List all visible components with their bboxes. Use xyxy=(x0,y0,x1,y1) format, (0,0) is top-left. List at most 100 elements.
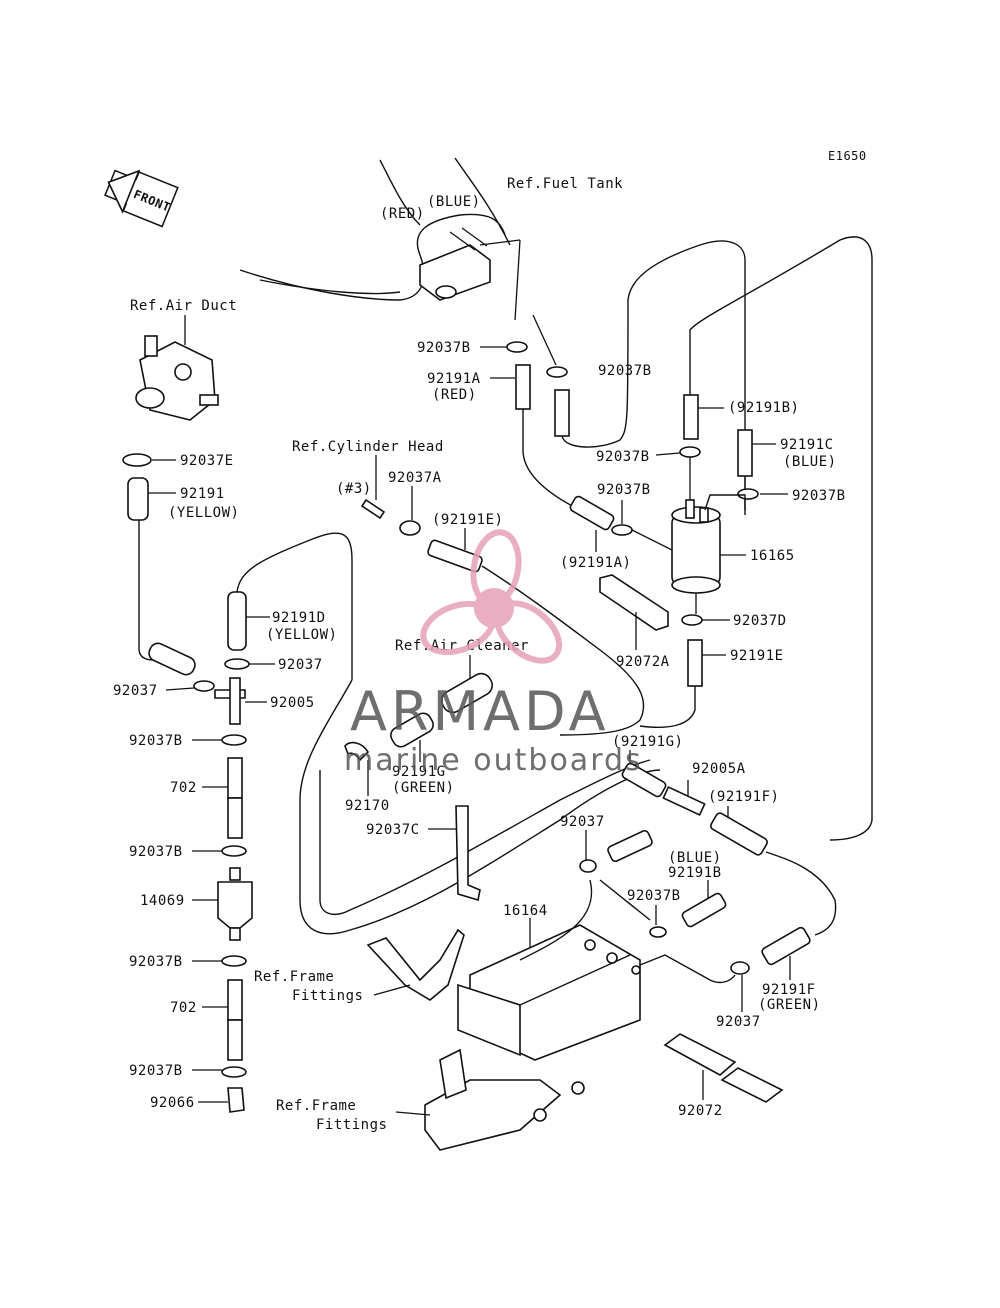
label-92191A-1-red: (RED) xyxy=(432,387,477,403)
label-92037A: 92037A xyxy=(388,470,442,486)
frame-fitting-1 xyxy=(366,928,465,1001)
label-92191B-2: 92191B xyxy=(668,865,722,881)
hose-short-canister xyxy=(607,829,653,863)
hose-92191G-green xyxy=(390,712,434,748)
label-92191: 92191 xyxy=(180,486,225,502)
ref-air-duct-label: Ref.Air Duct xyxy=(130,298,237,314)
left-hose-column xyxy=(122,453,353,1113)
fitting-92066 xyxy=(227,1087,245,1113)
hose-92191E-right xyxy=(687,639,703,687)
label-92066: 92066 xyxy=(150,1095,195,1111)
bracket-92037C xyxy=(455,805,481,902)
hose-92191E xyxy=(427,539,483,573)
clamp-92037-d xyxy=(730,961,750,975)
hose-92191F xyxy=(710,812,768,856)
clip-92170 xyxy=(344,741,370,762)
clamp-92037D xyxy=(681,614,703,626)
label-92037B-10: 92037B xyxy=(627,888,681,904)
label-92191B-2-blue: (BLUE) xyxy=(668,850,722,866)
nipple-3 xyxy=(360,498,386,520)
label-14069: 14069 xyxy=(140,893,185,909)
label-92037B-6: 92037B xyxy=(129,733,183,749)
watermark-tagline: marine outboards xyxy=(344,743,643,778)
fuel-filter-14069 xyxy=(217,881,253,929)
hose-702-c xyxy=(227,979,243,1021)
label-92191F-1: (92191F) xyxy=(708,789,779,805)
label-92191A-1: 92191A xyxy=(427,371,481,387)
armada-watermark: ARMADA marine outboards xyxy=(344,529,643,778)
label-92191C-blue: (BLUE) xyxy=(783,454,837,470)
hose-702-d xyxy=(227,1019,243,1061)
label-92037-a: 92037 xyxy=(278,657,323,673)
label-92037E: 92037E xyxy=(180,453,234,469)
air-duct-valve xyxy=(135,335,219,421)
hose-upper-92191 xyxy=(554,389,570,437)
tee-joint-92005 xyxy=(229,677,241,725)
label-92191-yellow: (YELLOW) xyxy=(168,505,239,521)
label-92037B-9: 92037B xyxy=(129,1063,183,1079)
label-92191B-1: (92191B) xyxy=(728,400,799,416)
label-92037C: 92037C xyxy=(366,822,420,838)
label-92191D: 92191D xyxy=(272,610,326,626)
label-92191F-2: 92191F xyxy=(762,982,816,998)
label-92037B-8: 92037B xyxy=(129,954,183,970)
propeller-logo-icon xyxy=(420,529,562,664)
label-92037-d: 92037 xyxy=(716,1014,761,1030)
label-16164: 16164 xyxy=(503,903,548,919)
label-92191F-2-green: (GREEN) xyxy=(758,997,821,1013)
label-92170: 92170 xyxy=(345,798,390,814)
label-92191G-green: (GREEN) xyxy=(392,780,455,796)
label-92037B-7: 92037B xyxy=(129,844,183,860)
ref-frame-fittings-1b: Fittings xyxy=(292,988,363,1004)
label-92005: 92005 xyxy=(270,695,315,711)
clamp-92037E xyxy=(122,453,152,467)
clamp-92037B-2 xyxy=(546,366,568,378)
fuel-tank-outline xyxy=(239,157,511,301)
hose-92191G xyxy=(621,762,667,798)
label-92037-c: 92037 xyxy=(560,814,605,830)
ref-frame-fittings-2b: Fittings xyxy=(316,1117,387,1133)
hose-92191B-blue xyxy=(681,892,727,928)
strap-92072-b xyxy=(720,1067,784,1103)
label-92037B-4: 92037B xyxy=(597,482,651,498)
red-label: (RED) xyxy=(380,206,425,222)
canister-16164 xyxy=(457,924,641,1061)
label-92005A: 92005A xyxy=(692,761,746,777)
watermark-brand: ARMADA xyxy=(350,680,610,743)
hose-92191-yellow xyxy=(127,477,149,521)
clamp-92037B-4 xyxy=(611,524,633,536)
label-702-2: 702 xyxy=(170,1000,197,1016)
label-92191G-2: 92191G xyxy=(392,764,446,780)
label-92037D: 92037D xyxy=(733,613,787,629)
label-92191G-1: (92191G) xyxy=(612,734,683,750)
label-92191C: 92191C xyxy=(780,437,834,453)
bracket-92072A xyxy=(599,574,669,631)
air-cleaner-pipe xyxy=(440,672,494,714)
ref-fuel-tank-label: Ref.Fuel Tank xyxy=(507,176,623,192)
clamp-92037B-3 xyxy=(679,446,701,458)
label-92037B-5: 92037B xyxy=(792,488,846,504)
label-92037B-2: 92037B xyxy=(598,363,652,379)
ref-frame-fittings-2: Ref.Frame xyxy=(276,1098,356,1114)
hose-92191F-green xyxy=(761,926,811,966)
clamp-92037B-1 xyxy=(506,341,528,353)
joint-92005A xyxy=(662,786,706,816)
label-92191E-2: (92191E) xyxy=(432,512,503,528)
label-702-1: 702 xyxy=(170,780,197,796)
label-16165: 16165 xyxy=(750,548,795,564)
hose-92191A-2 xyxy=(569,495,615,531)
hose-702-b xyxy=(227,797,243,839)
hose-92191-lower xyxy=(148,642,196,676)
label-92037-b: 92037 xyxy=(113,683,158,699)
hose-92191B xyxy=(683,394,699,440)
label-92072: 92072 xyxy=(678,1103,723,1119)
label-92191A-2: (92191A) xyxy=(560,555,631,571)
ref-frame-fittings-1: Ref.Frame xyxy=(254,969,334,985)
hose-92191C-blue xyxy=(737,429,753,477)
blue-label: (BLUE) xyxy=(427,194,481,210)
label-92191D-yellow: (YELLOW) xyxy=(266,627,337,643)
hose-92191D xyxy=(227,591,247,651)
ref-cylinder-head-label: Ref.Cylinder Head xyxy=(292,439,444,455)
label-3: (#3) xyxy=(336,481,372,497)
